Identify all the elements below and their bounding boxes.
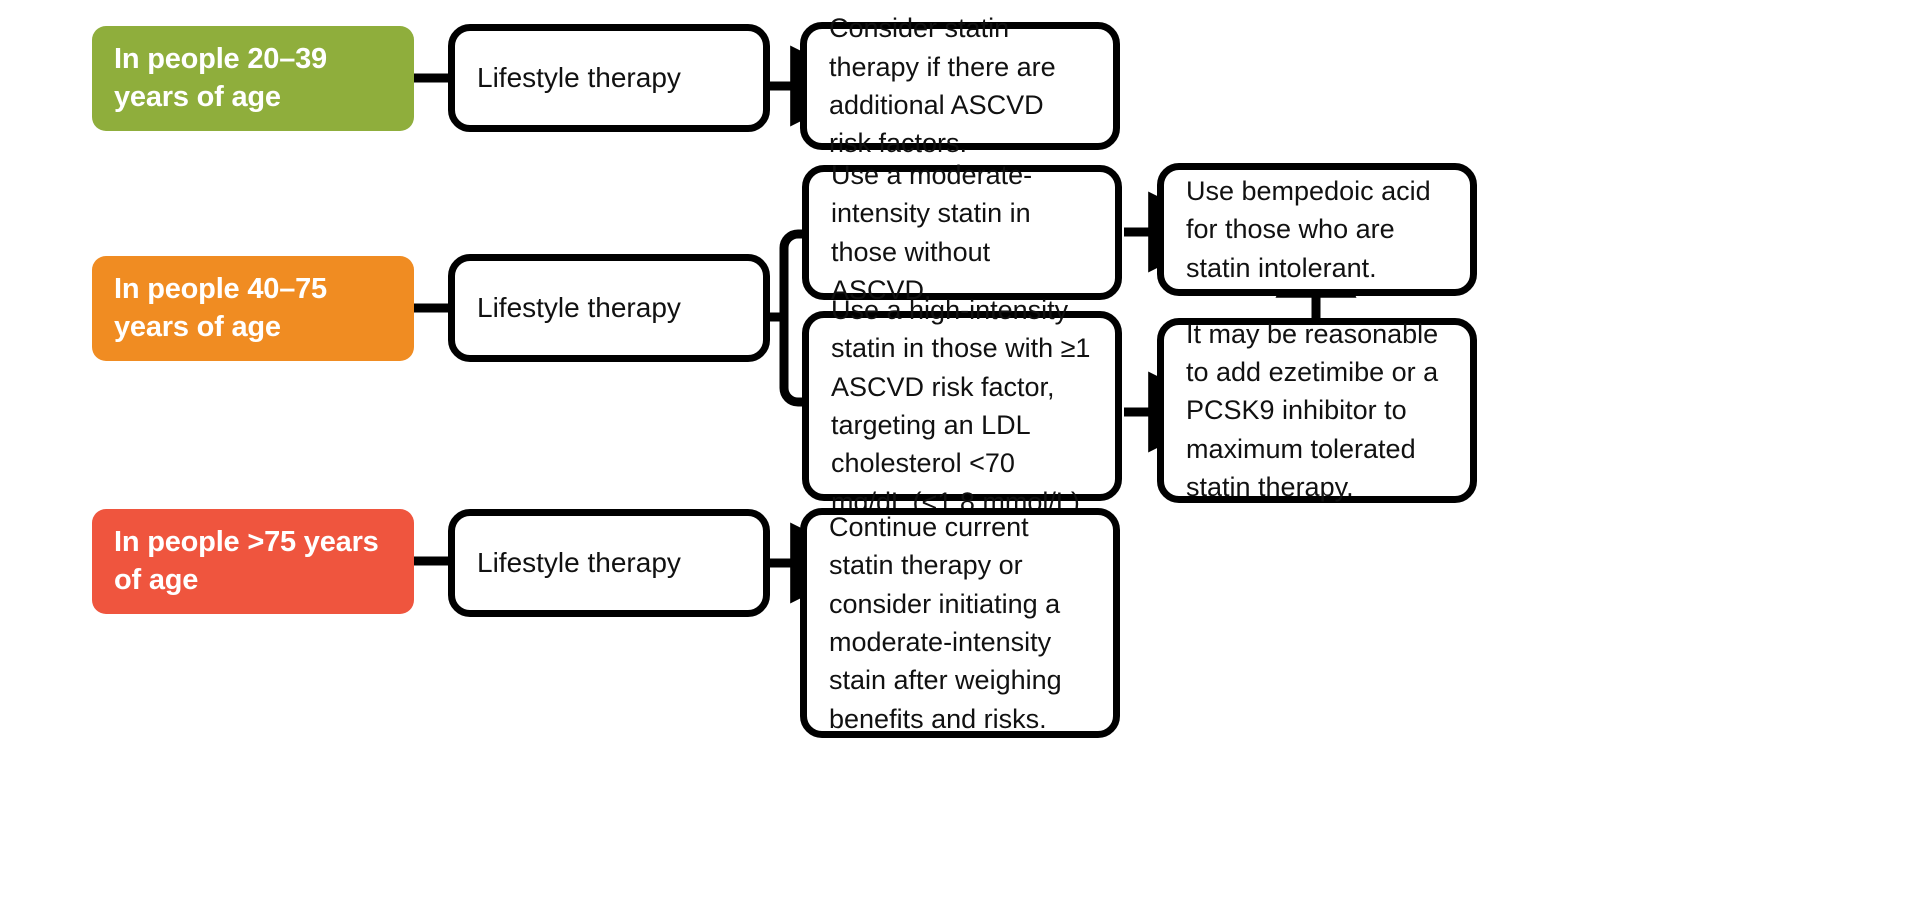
outcome-text: Use a moderate-intensity statin in those… <box>831 159 1033 305</box>
lifestyle-therapy-label: Lifestyle therapy <box>477 62 681 94</box>
age-group-pill-over-75[interactable]: In people >75 years of age <box>92 509 414 614</box>
outcome-text: Consider statin therapy if there are add… <box>829 13 1056 159</box>
lifestyle-therapy-box-40-75[interactable]: Lifestyle therapy <box>448 254 770 362</box>
outcome-box-moderate-intensity[interactable]: Use a moderate-intensity statin in those… <box>802 160 1122 305</box>
connector-step-to-branch-2 <box>768 229 806 407</box>
age-group-pill-20-39[interactable]: In people 20–39 years of age <box>92 26 414 131</box>
lifestyle-therapy-label: Lifestyle therapy <box>477 547 681 579</box>
outcome-text: Use a high-intensity statin in those wit… <box>831 295 1091 517</box>
lifestyle-therapy-label: Lifestyle therapy <box>477 292 681 324</box>
outcome-box-high-intensity[interactable]: Use a high-intensity statin in those wit… <box>802 295 1122 517</box>
followup-text: Use bempedoic acid for those who are sta… <box>1186 176 1431 283</box>
age-group-label: In people 40–75 years of age <box>114 273 327 343</box>
followup-box-ezetimibe-pcsk9[interactable]: It may be reasonable to add ezetimibe or… <box>1157 318 1477 503</box>
outcome-box-20-39[interactable]: Consider statin therapy if there are add… <box>800 13 1120 158</box>
age-group-label: In people >75 years of age <box>114 526 379 596</box>
age-group-pill-40-75[interactable]: In people 40–75 years of age <box>92 256 414 361</box>
lifestyle-therapy-box-20-39[interactable]: Lifestyle therapy <box>448 24 770 132</box>
followup-text: It may be reasonable to add ezetimibe or… <box>1186 318 1439 502</box>
lifestyle-therapy-box-over-75[interactable]: Lifestyle therapy <box>448 509 770 617</box>
followup-box-bempedoic-acid[interactable]: Use bempedoic acid for those who are sta… <box>1157 163 1477 296</box>
outcome-text: Continue current statin therapy or consi… <box>829 512 1062 734</box>
age-group-label: In people 20–39 years of age <box>114 43 327 113</box>
outcome-box-over-75[interactable]: Continue current statin therapy or consi… <box>800 508 1120 738</box>
